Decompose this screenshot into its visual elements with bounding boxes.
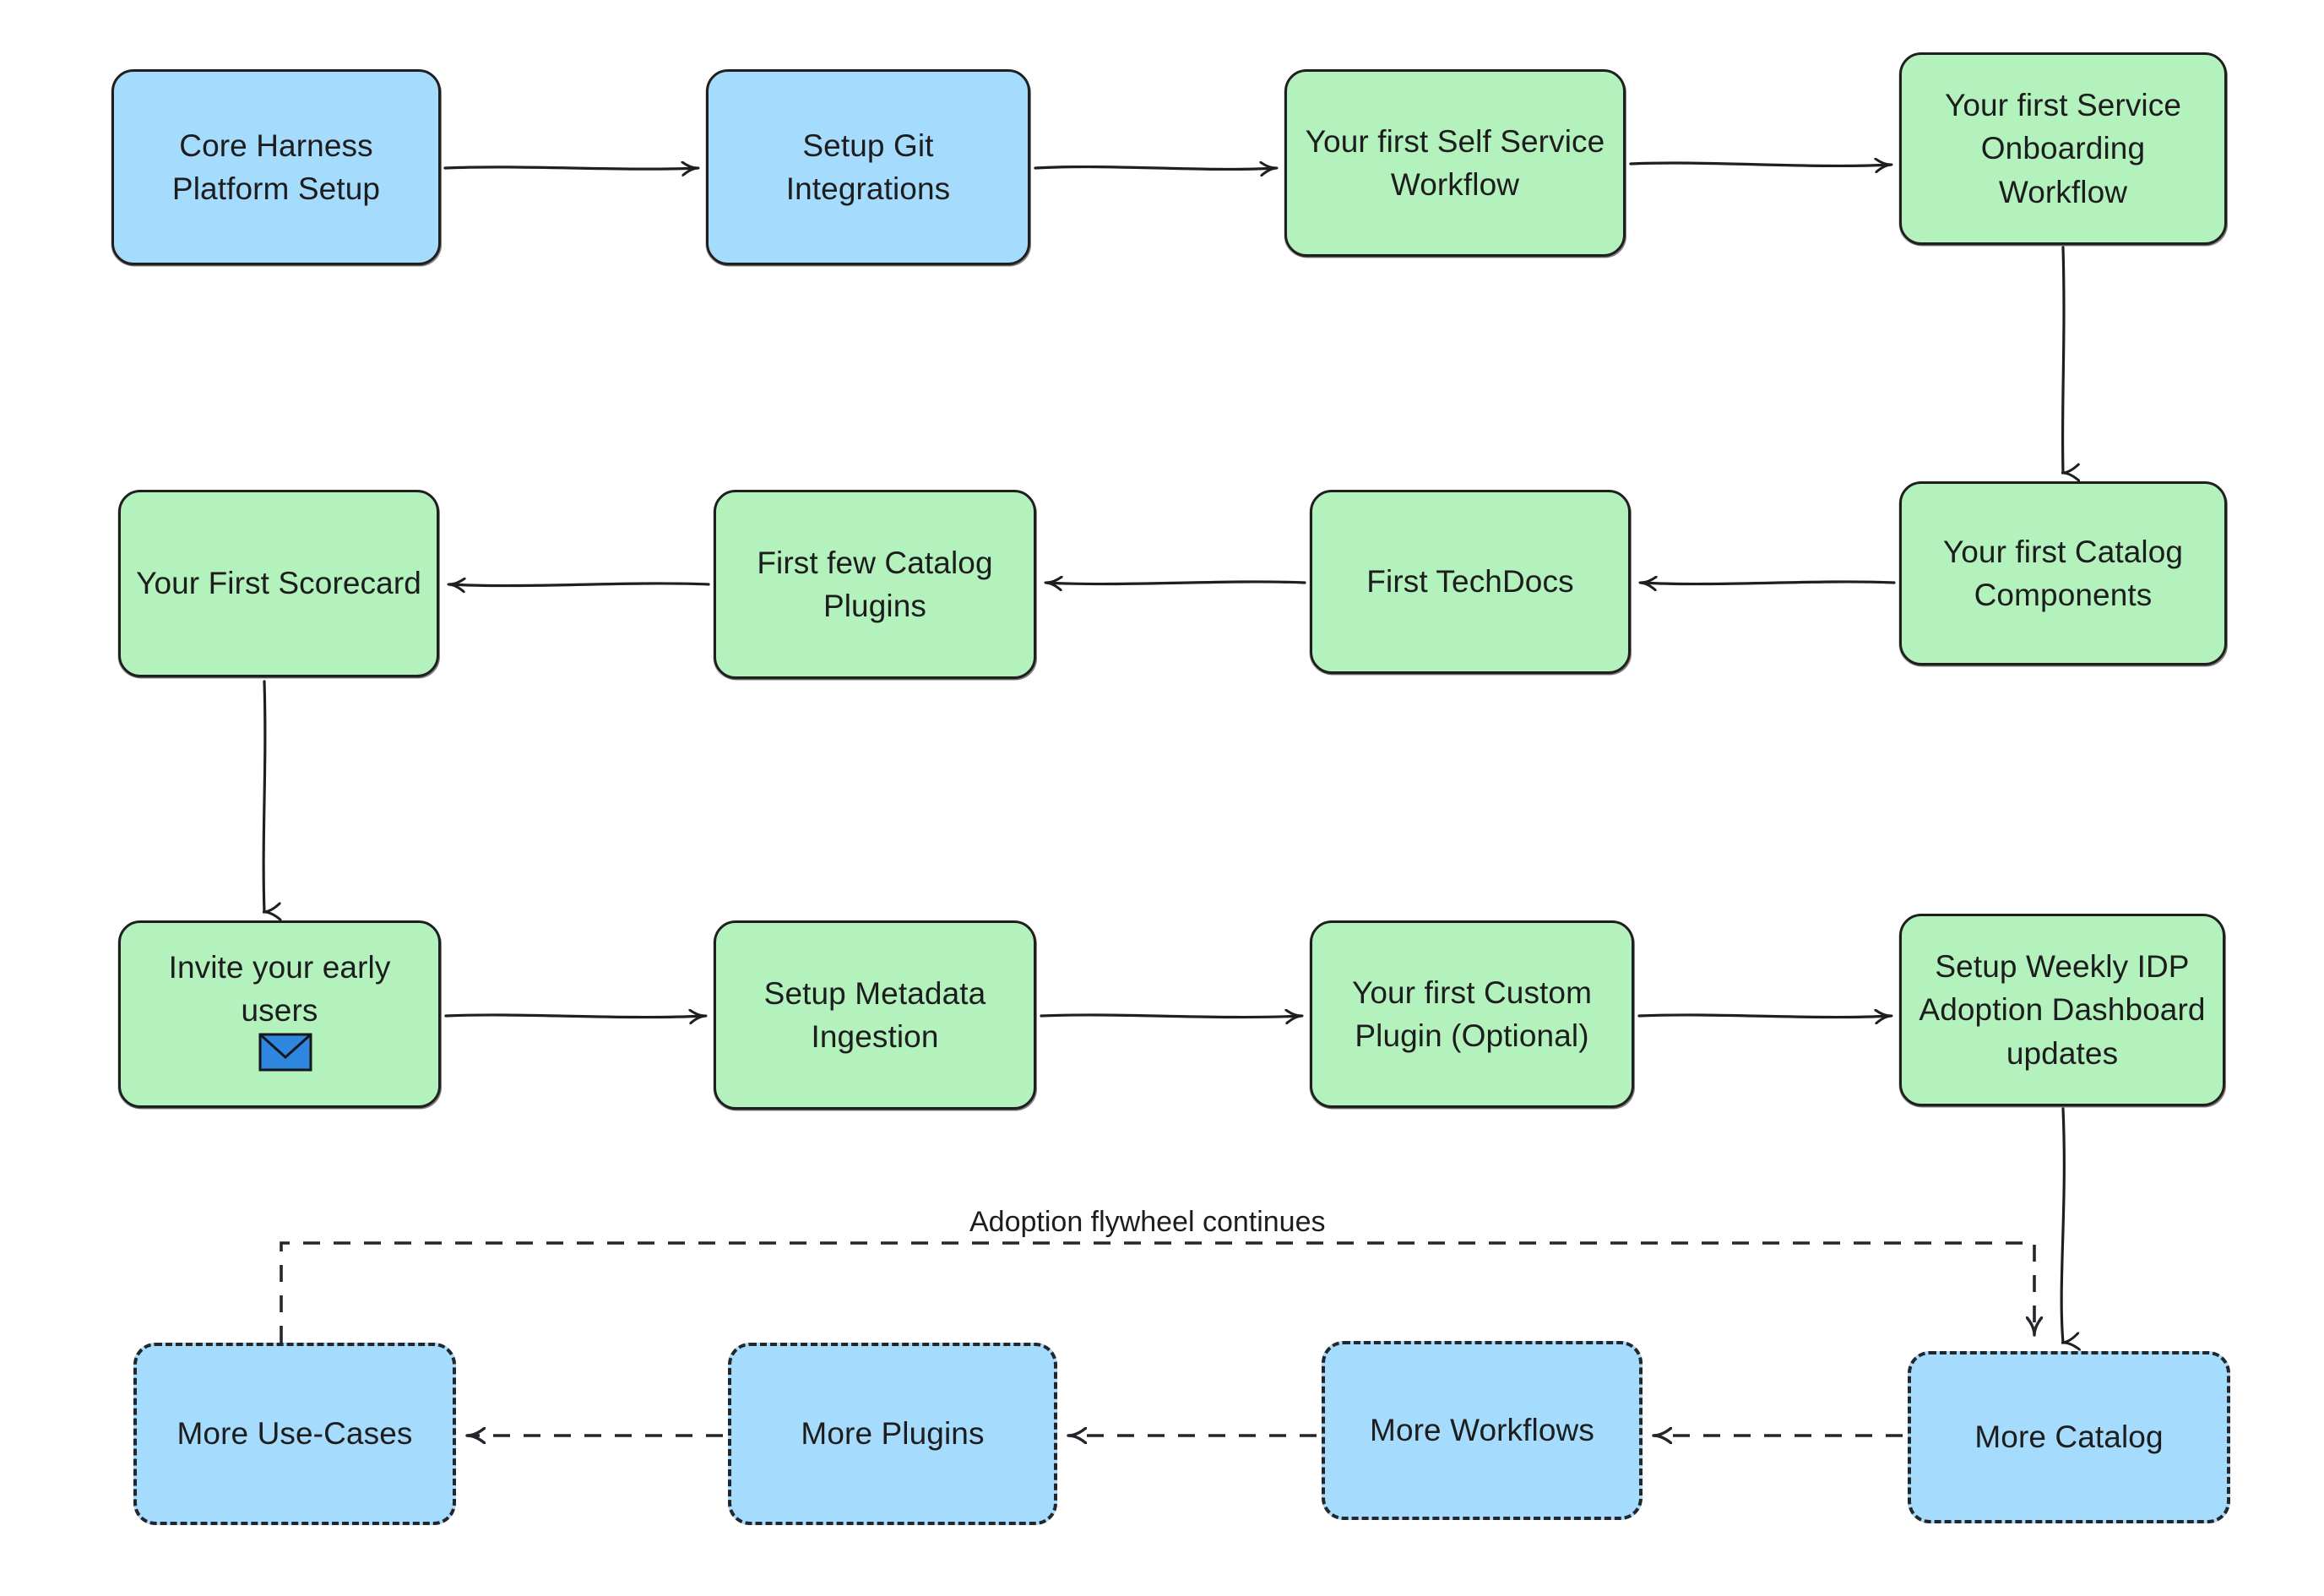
edge-label-text: Adoption flywheel continues [969, 1206, 1326, 1238]
node-setup-git-integrations[interactable]: Setup Git Integrations [706, 69, 1030, 265]
edge-core-to-git [443, 167, 698, 169]
node-label: Setup Weekly IDP Adoption Dashboard upda… [1919, 949, 2206, 1071]
node-your-first-scorecard[interactable]: Your First Scorecard [118, 490, 439, 677]
edge-moreusecases-to-morecatalog-flywheel [280, 1241, 2034, 1343]
node-label: Setup Git Integrations [785, 128, 951, 206]
node-label: Your first Self Service Workflow [1305, 123, 1605, 202]
edge-dashboard-to-morecatalog [2060, 1107, 2064, 1343]
node-more-plugins[interactable]: More Plugins [728, 1343, 1057, 1525]
node-your-first-service-onboarding-workflow[interactable]: Your first Service Onboarding Workflow [1899, 52, 2227, 245]
node-core-harness-platform-setup[interactable]: Core Harness Platform Setup [111, 69, 441, 265]
node-label: First few Catalog Plugins [757, 545, 993, 623]
edge-git-to-selfservice [1034, 167, 1276, 170]
node-label: Your First Scorecard [136, 566, 421, 601]
edge-selfservice-to-onboarding [1629, 163, 1891, 166]
edge-scorecard-to-invite [262, 680, 265, 912]
node-label: Core Harness Platform Setup [171, 128, 381, 206]
edge-metadata-to-customplugin [1040, 1015, 1301, 1018]
node-label: Your first Service Onboarding Workflow [1944, 88, 2182, 209]
node-label: Invite your early users [168, 950, 391, 1029]
node-label: More Plugins [801, 1416, 985, 1452]
node-label: More Use-Cases [176, 1416, 413, 1452]
node-label: Your first Custom Plugin (Optional) [1351, 974, 1593, 1053]
node-your-first-self-service-workflow[interactable]: Your first Self Service Workflow [1284, 69, 1626, 257]
node-setup-weekly-idp-adoption-dashboard-updates[interactable]: Setup Weekly IDP Adoption Dashboard upda… [1899, 914, 2225, 1106]
node-first-techdocs[interactable]: First TechDocs [1310, 490, 1631, 674]
node-label: More Workflows [1370, 1413, 1594, 1448]
envelope-icon [258, 1033, 312, 1083]
node-setup-metadata-ingestion[interactable]: Setup Metadata Ingestion [714, 920, 1036, 1110]
edge-label-adoption-flywheel-continues: Adoption flywheel continues [958, 1204, 1338, 1240]
edge-customplugin-to-dashboard [1637, 1015, 1891, 1018]
node-more-workflows[interactable]: More Workflows [1322, 1341, 1643, 1520]
node-label: First TechDocs [1366, 564, 1574, 600]
node-your-first-custom-plugin-optional[interactable]: Your first Custom Plugin (Optional) [1310, 920, 1634, 1108]
edge-invite-to-metadata [444, 1015, 705, 1018]
edge-onboarding-to-catalogcomponents [2063, 246, 2064, 473]
node-invite-your-early-users[interactable]: Invite your early users [118, 920, 441, 1108]
node-first-few-catalog-plugins[interactable]: First few Catalog Plugins [714, 490, 1036, 679]
node-more-use-cases[interactable]: More Use-Cases [133, 1343, 456, 1525]
node-label: Your first Catalog Components [1942, 534, 2184, 612]
node-more-catalog[interactable]: More Catalog [1908, 1351, 2230, 1523]
edge-techdocs-to-catalogplugins [1046, 582, 1306, 584]
node-label: More Catalog [1974, 1420, 2164, 1455]
edge-catalogcomponents-to-techdocs [1641, 582, 1896, 584]
edge-catalogplugins-to-scorecard [449, 584, 710, 586]
node-your-first-catalog-components[interactable]: Your first Catalog Components [1899, 481, 2227, 665]
node-label: Setup Metadata Ingestion [763, 975, 986, 1054]
